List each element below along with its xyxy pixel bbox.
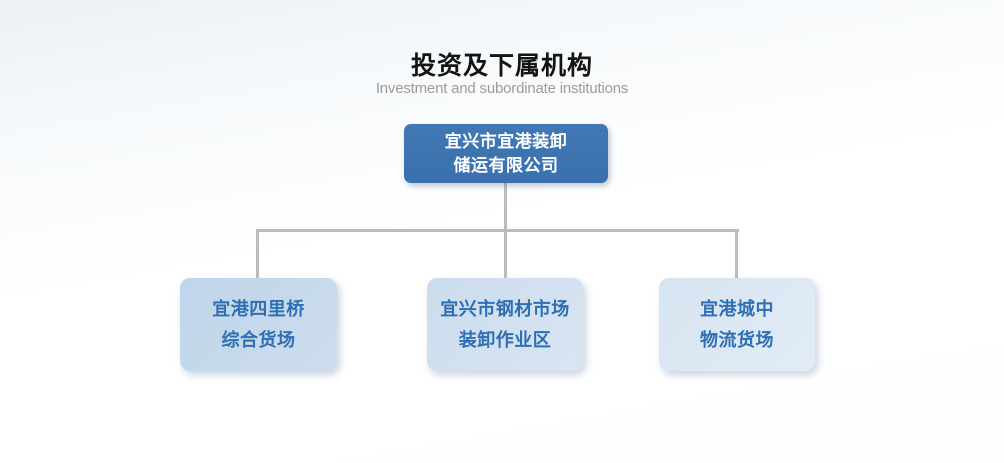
org-node-child-3: 宜港城中 物流货场: [659, 278, 815, 371]
org-node-child-1-line2: 综合货场: [221, 329, 296, 350]
org-node-child-1: 宜港四里桥 综合货场: [180, 278, 337, 371]
connector-child2-vertical: [504, 229, 507, 278]
org-node-child-2: 宜兴市钢材市场 装卸作业区: [427, 278, 583, 371]
org-node-root-line2: 储运有限公司: [453, 155, 559, 175]
org-node-root: 宜兴市宜港装卸 储运有限公司: [404, 124, 608, 183]
connector-child1-vertical: [256, 229, 259, 278]
connector-root-vertical: [504, 183, 507, 230]
connector-horizontal: [256, 229, 739, 232]
org-node-child-2-line1: 宜兴市钢材市场: [440, 298, 570, 319]
page-subtitle: Investment and subordinate institutions: [375, 80, 629, 97]
page-title: 投资及下属机构: [410, 52, 593, 80]
org-node-root-line1: 宜兴市宜港装卸: [444, 131, 568, 151]
org-node-child-3-line1: 宜港城中: [700, 298, 774, 319]
org-node-child-3-line2: 物流货场: [700, 329, 774, 350]
connector-child3-vertical: [735, 229, 738, 278]
org-node-child-2-line2: 装卸作业区: [458, 329, 552, 350]
org-node-child-1-line1: 宜港四里桥: [212, 298, 305, 319]
